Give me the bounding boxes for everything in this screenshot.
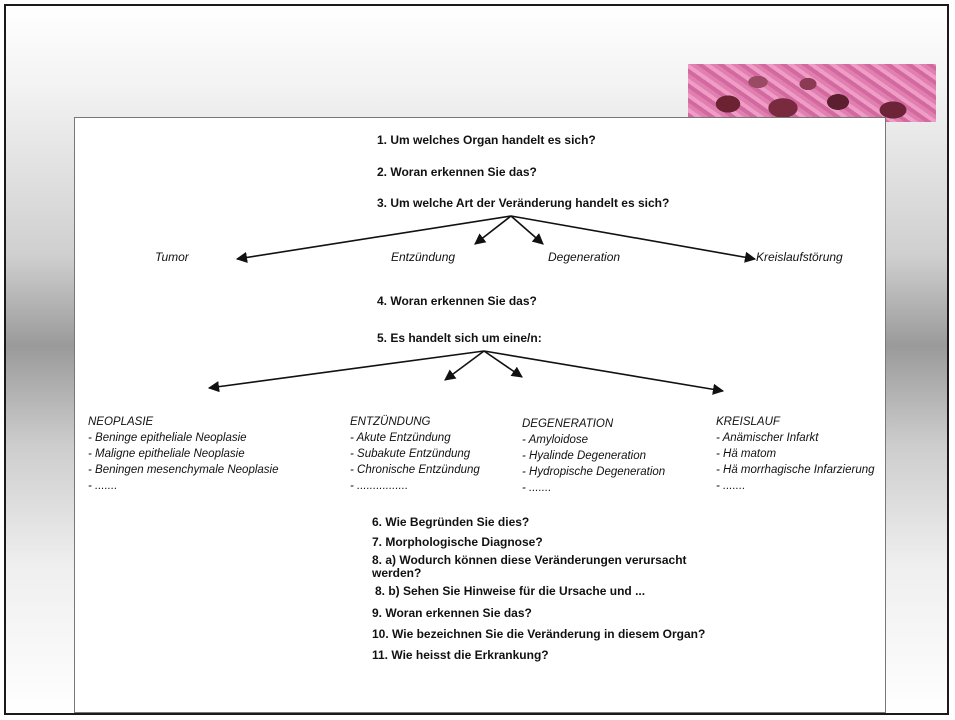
category-item: - Hä matom [716,448,777,460]
category-item: - Beningen mesenchymale Neoplasie [88,464,279,476]
arrow-to-degeneration [510,215,544,245]
category-item: - ....... [88,480,118,492]
category-kreislauf: KREISLAUF - Anämischer Infarkt - Hä mato… [716,414,875,494]
category-item: - ....... [522,482,552,494]
question-11: 11. Wie heisst die Erkrankung? [372,648,549,662]
category-title: ENTZÜNDUNG [350,416,431,428]
category-item: - ....... [716,480,746,492]
category-item: - ................ [350,480,409,492]
category-item: - Beninge epitheliale Neoplasie [88,432,247,444]
slide: 1. Um welches Organ handelt es sich? 2. … [4,4,949,715]
question-4: 4. Woran erkennen Sie das? [377,294,537,308]
category-title: KREISLAUF [716,416,780,428]
question-sheet: 1. Um welches Organ handelt es sich? 2. … [74,117,886,713]
category-item: - Anämischer Infarkt [716,432,819,444]
category-entzuendung: ENTZÜNDUNG - Akute Entzündung - Subakute… [350,414,480,494]
category-item: - Akute Entzündung [350,432,451,444]
arrow-to-kreislauf [483,350,725,395]
question-7: 7. Morphologische Diagnose? [372,535,543,549]
category-title: DEGENERATION [522,418,614,430]
change-type-degeneration: Degeneration [548,250,621,264]
flow-arrows [207,215,757,395]
change-type-entzuendung: Entzündung [391,250,456,264]
question-2: 2. Woran erkennen Sie das? [377,165,537,179]
arrow-to-entzuendung-cat [444,350,485,381]
question-9: 9. Woran erkennen Sie das? [372,606,532,620]
category-item: - Chronische Entzündung [350,464,480,476]
category-item: - Subakute Entzündung [350,448,471,460]
change-type-kreislaufstoerung: Kreislaufstörung [756,250,843,264]
question-5: 5. Es handelt sich um eine/n: [377,331,542,345]
category-item: - Maligne epitheliale Neoplasie [88,448,245,460]
arrow-to-tumor [235,215,512,263]
arrow-to-neoplasie [207,350,485,393]
arrow-to-degeneration-cat [483,350,523,378]
question-6: 6. Wie Begründen Sie dies? [372,515,530,529]
category-item: - Hydropische Degeneration [522,466,666,478]
histology-image [688,64,936,122]
category-item: - Hyalinde Degeneration [522,450,647,462]
category-title: NEOPLASIE [88,416,154,428]
question-10: 10. Wie bezeichnen Sie die Veränderung i… [372,627,706,641]
category-item: - Hä morrhagische Infarzierung [716,464,875,476]
question-3: 3. Um welche Art der Veränderung handelt… [377,196,670,210]
category-item: - Amyloidose [522,434,589,446]
question-1: 1. Um welches Organ handelt es sich? [377,133,596,147]
question-8a: 8. a) Wodurch können diese Veränderungen… [372,553,687,580]
arrow-to-entzuendung [474,215,512,245]
change-type-tumor: Tumor [155,250,189,264]
category-degeneration: DEGENERATION - Amyloidose - Hyalinde Deg… [522,416,665,496]
arrow-to-kreislaufstoerung [510,215,757,263]
category-neoplasie: NEOPLASIE - Beninge epitheliale Neoplasi… [88,414,279,494]
question-8b: 8. b) Sehen Sie Hinweise für die Ursache… [375,584,646,598]
